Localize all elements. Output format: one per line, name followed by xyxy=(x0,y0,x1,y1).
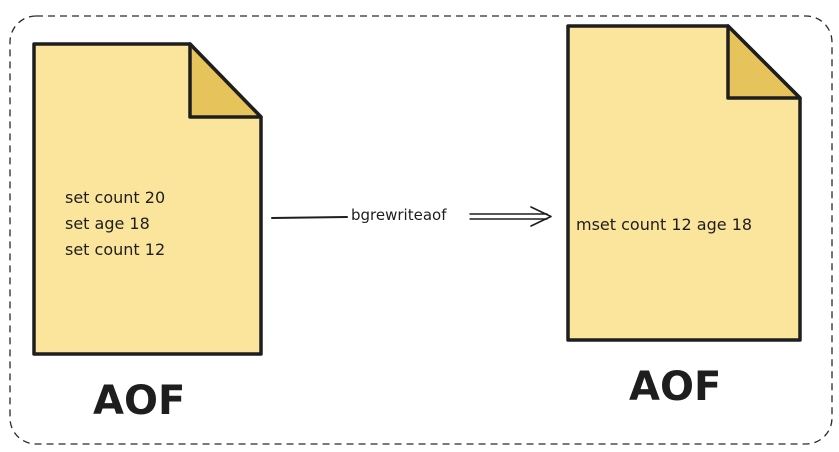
right-document: mset count 12 age 18 xyxy=(566,24,802,342)
right-document-caption: AOF xyxy=(629,364,721,410)
right-document-line-1: mset count 12 age 18 xyxy=(576,215,752,234)
left-document-caption: AOF xyxy=(93,378,185,424)
left-document-page xyxy=(32,42,263,356)
left-document-line-1: set count 20 xyxy=(65,188,165,207)
left-document-line-3: set count 12 xyxy=(65,240,165,259)
right-document-page xyxy=(566,24,802,342)
left-document: set count 20 set age 18 set count 12 xyxy=(32,42,263,356)
left-document-fold-icon xyxy=(188,42,263,119)
arrow-label: bgrewriteaof xyxy=(351,206,447,224)
dashed-frame xyxy=(9,15,833,445)
rewrite-arrow: bgrewriteaof xyxy=(271,206,552,227)
arrow-shaft-left xyxy=(271,216,348,219)
left-document-line-2: set age 18 xyxy=(65,214,150,233)
right-document-fold-icon xyxy=(726,24,802,100)
arrow-head-icon xyxy=(530,206,552,227)
